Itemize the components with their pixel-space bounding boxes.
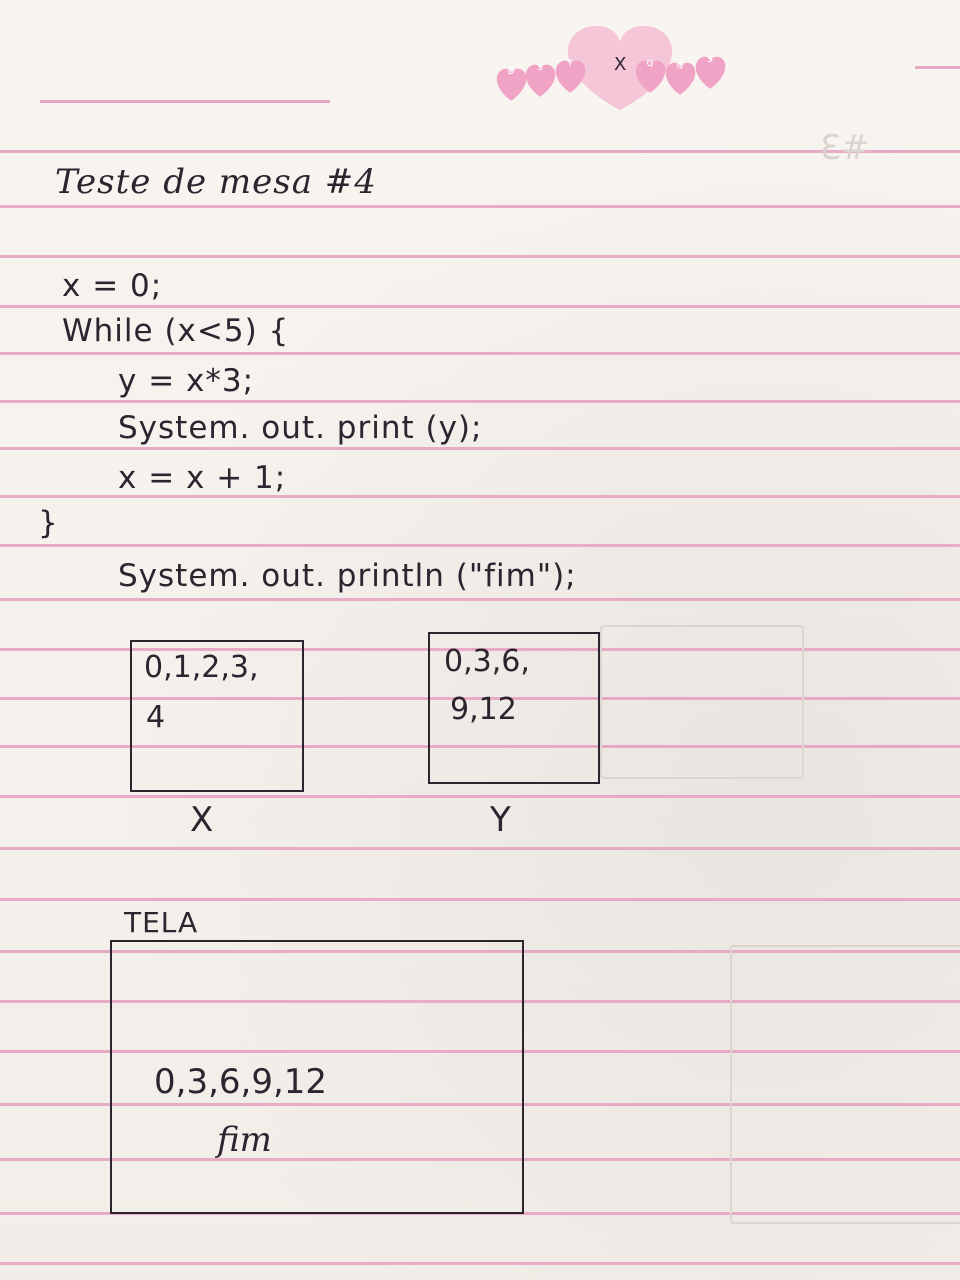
screen-output-line1: 0,3,6,9,12 [154, 1062, 328, 1102]
code-line: x = 0; [62, 268, 163, 304]
screen-output-box: 0,3,6,9,12 fim [110, 940, 524, 1214]
heart-letter: Q [646, 59, 653, 69]
x-trace-box: 0,1,2,3, 4 [130, 640, 304, 792]
screen-output-line2: fim [217, 1120, 272, 1160]
code-line: } [38, 505, 59, 541]
code-line: y = x*3; [118, 363, 255, 399]
code-line: x = x + 1; [118, 460, 287, 496]
heart-weekday-icon: D S T Q Q S X [496, 25, 726, 110]
heart-letter: Q [676, 61, 683, 71]
heart-letter: S [707, 55, 713, 65]
x-values-line1: 0,1,2,3, [144, 650, 259, 685]
heart-mark: X [614, 54, 626, 75]
screen-label: TELA [124, 906, 199, 939]
code-line: System. out. println ("fim"); [118, 558, 577, 594]
x-label: X [190, 800, 215, 840]
code-line: System. out. print (y); [118, 410, 483, 446]
header-line-right [915, 66, 960, 69]
heart-letter: S [537, 63, 543, 73]
x-values-line2: 4 [146, 700, 166, 735]
heart-letter: T [566, 59, 573, 69]
y-values-line2: 9,12 [450, 692, 517, 727]
y-values-line1: 0,3,6, [444, 644, 530, 679]
ghost-text: ℇ# [820, 128, 870, 168]
header-line [40, 100, 330, 103]
ghost-box [730, 945, 960, 1224]
page-title: Teste de mesa #4 [55, 162, 377, 202]
y-label: Y [490, 800, 512, 840]
y-trace-box: 0,3,6, 9,12 [428, 632, 600, 784]
heart-letter: D [508, 67, 515, 77]
ghost-box [600, 625, 804, 779]
code-line: While (x<5) { [62, 313, 290, 349]
